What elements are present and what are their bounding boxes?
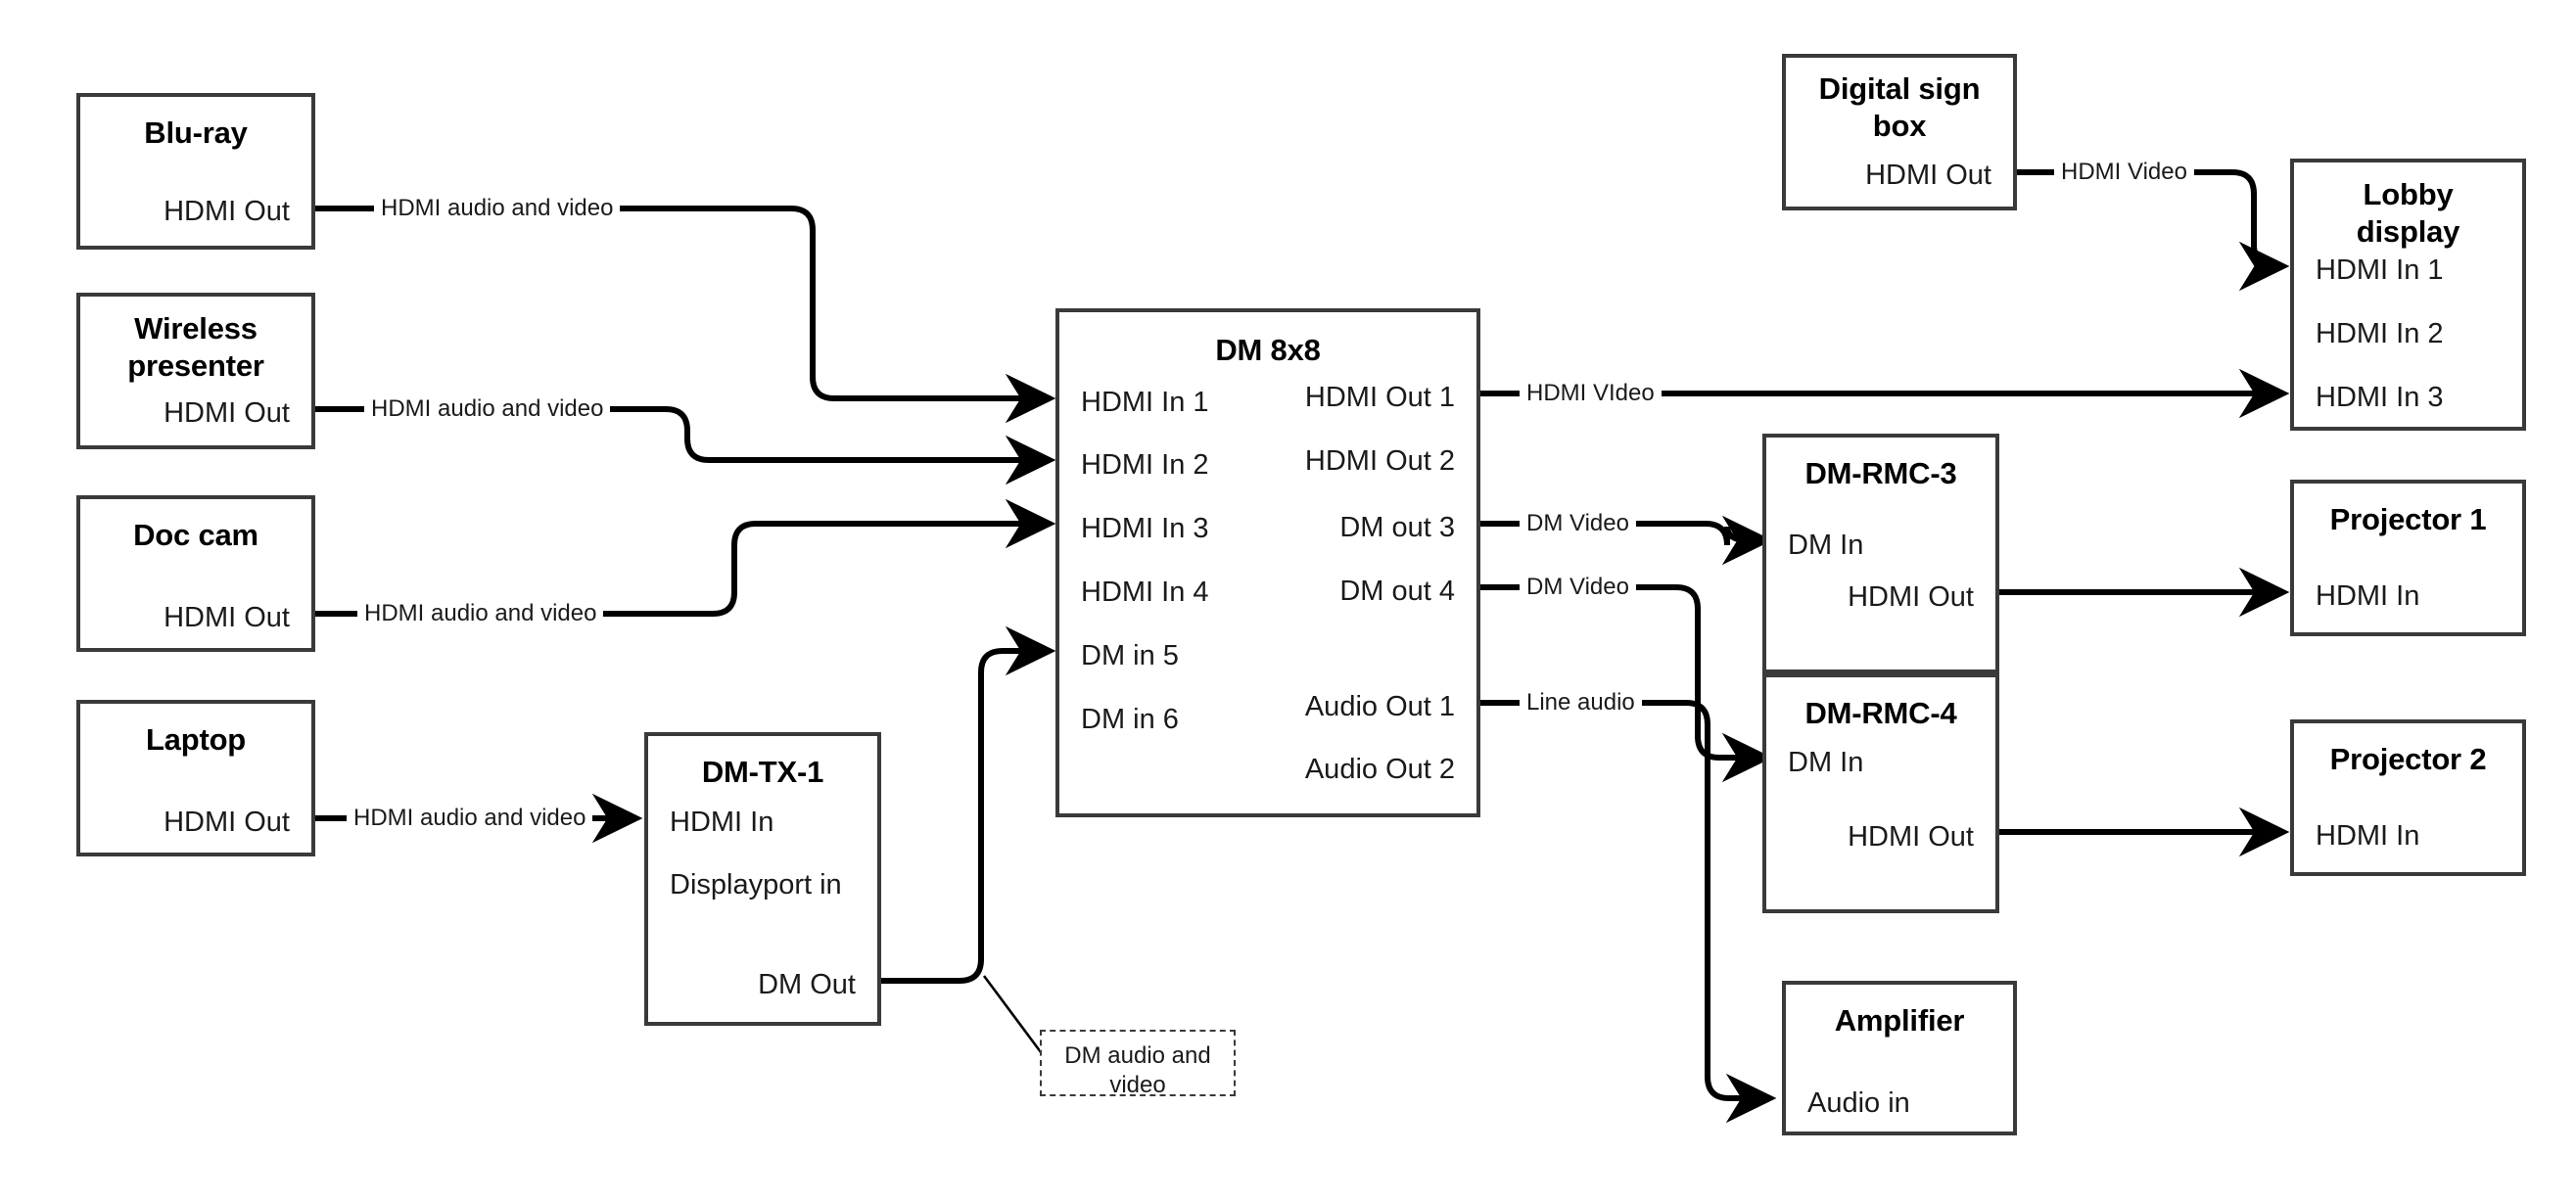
port-digital-sign-box-hdmi-out: HDMI Out — [1865, 160, 1991, 191]
wire-dmtx-to-dm-in-5 — [881, 625, 1056, 984]
wire-bluray-to-dm-hdmi-in-1 — [315, 206, 1056, 424]
label-dmout3-to-rmc3: DM Video — [1520, 511, 1636, 536]
label-laptop-to-tx: HDMI audio and video — [347, 806, 593, 831]
wire-sign-to-lobby-hdmi-in-1 — [2017, 169, 2290, 292]
port-dm-rmc-3-dm-in: DM In — [1788, 530, 1864, 561]
node-digital-sign-box[interactable]: Digital sign box HDMI Out — [1782, 54, 2017, 210]
port-dm-8x8-audio-out-1: Audio Out 1 — [1304, 691, 1455, 722]
port-dm-8x8-hdmi-out-2: HDMI Out 2 — [1304, 445, 1455, 477]
node-doc-cam[interactable]: Doc cam HDMI Out — [76, 495, 315, 652]
node-title-wireless-presenter-line1: Wireless — [134, 311, 258, 346]
node-title-dm-rmc-4: DM-RMC-4 — [1804, 696, 1957, 730]
port-dm-tx-1-displayport-in: Displayport in — [670, 869, 842, 901]
node-title-lobby-display-line2: display — [2356, 214, 2460, 249]
port-dm-rmc-3-hdmi-out: HDMI Out — [1848, 581, 1974, 613]
port-projector-1-hdmi-in: HDMI In — [2316, 580, 2420, 612]
port-bluray-hdmi-out: HDMI Out — [164, 196, 290, 227]
label-bluray-to-dm: HDMI audio and video — [374, 196, 621, 221]
node-wireless-presenter[interactable]: Wireless presenter HDMI Out — [76, 293, 315, 449]
node-title-digital-sign-box-line2: box — [1872, 109, 1927, 143]
port-wireless-presenter-hdmi-out: HDMI Out — [164, 397, 290, 429]
port-laptop-hdmi-out: HDMI Out — [164, 807, 290, 838]
port-dm-8x8-hdmi-in-1: HDMI In 1 — [1081, 387, 1209, 418]
port-lobby-display-hdmi-in-2: HDMI In 2 — [2316, 318, 2444, 349]
node-title-dm-8x8: DM 8x8 — [1215, 333, 1321, 367]
port-dm-8x8-dm-in-5: DM in 5 — [1081, 640, 1179, 671]
label-audioout1-to-amp: Line audio — [1520, 690, 1642, 716]
node-title-dm-tx-1: DM-TX-1 — [701, 755, 824, 789]
port-dm-8x8-hdmi-in-2: HDMI In 2 — [1081, 449, 1209, 481]
port-amplifier-audio-in: Audio in — [1807, 1087, 1910, 1119]
port-dm-8x8-hdmi-in-4: HDMI In 4 — [1081, 577, 1209, 608]
node-dm-tx-1[interactable]: DM-TX-1 HDMI In Displayport in DM Out — [644, 732, 881, 1026]
node-dm-8x8[interactable]: DM 8x8 HDMI In 1 HDMI In 2 HDMI In 3 HDM… — [1055, 308, 1480, 817]
port-lobby-display-hdmi-in-3: HDMI In 3 — [2316, 382, 2444, 413]
port-dm-rmc-4-hdmi-out: HDMI Out — [1848, 821, 1974, 853]
port-dm-rmc-4-dm-in: DM In — [1788, 747, 1864, 778]
port-dm-8x8-hdmi-out-1: HDMI Out 1 — [1304, 382, 1455, 413]
node-title-projector-2: Projector 2 — [2329, 742, 2487, 776]
leader-line-dm-note — [982, 975, 1046, 1057]
node-title-dm-rmc-3: DM-RMC-3 — [1804, 456, 1957, 490]
port-lobby-display-hdmi-in-1: HDMI In 1 — [2316, 254, 2444, 286]
node-projector-2[interactable]: Projector 2 HDMI In — [2290, 719, 2526, 876]
node-title-bluray: Blu-ray — [144, 115, 248, 150]
node-title-wireless-presenter-line2: presenter — [127, 348, 264, 383]
port-dm-8x8-dm-out-3: DM out 3 — [1339, 512, 1455, 543]
port-dm-tx-1-hdmi-in: HDMI In — [670, 807, 774, 838]
node-title-laptop: Laptop — [145, 722, 247, 757]
port-dm-tx-1-dm-out: DM Out — [758, 969, 856, 1000]
node-title-projector-1: Projector 1 — [2329, 502, 2487, 536]
label-doccam-to-dm: HDMI audio and video — [357, 601, 604, 626]
label-dmout4-to-rmc4: DM Video — [1520, 575, 1636, 600]
node-projector-1[interactable]: Projector 1 HDMI In — [2290, 480, 2526, 636]
node-dm-rmc-4[interactable]: DM-RMC-4 DM In HDMI Out — [1762, 673, 1999, 913]
port-dm-8x8-audio-out-2: Audio Out 2 — [1304, 754, 1455, 785]
node-title-amplifier: Amplifier — [1834, 1003, 1965, 1038]
node-title-lobby-display-line1: Lobby — [2363, 177, 2454, 211]
label-sign-to-lobby: HDMI Video — [2054, 160, 2194, 185]
node-dm-rmc-3[interactable]: DM-RMC-3 DM In HDMI Out — [1762, 434, 1999, 673]
label-wireless-to-dm: HDMI audio and video — [364, 396, 611, 422]
node-lobby-display[interactable]: Lobby display HDMI In 1 HDMI In 2 HDMI I… — [2290, 159, 2526, 431]
port-dm-8x8-dm-out-4: DM out 4 — [1339, 576, 1455, 607]
node-bluray[interactable]: Blu-ray HDMI Out — [76, 93, 315, 250]
node-amplifier[interactable]: Amplifier Audio in — [1782, 981, 2017, 1135]
label-hdmiout1-to-lobby: HDMI VIdeo — [1520, 381, 1662, 406]
wire-dm-audioout1-to-amp-audio-in — [1480, 700, 1777, 1124]
port-dm-8x8-dm-in-6: DM in 6 — [1081, 704, 1179, 735]
node-title-doc-cam: Doc cam — [133, 518, 258, 552]
port-projector-2-hdmi-in: HDMI In — [2316, 820, 2420, 852]
port-doc-cam-hdmi-out: HDMI Out — [164, 602, 290, 633]
node-title-digital-sign-box-line1: Digital sign — [1818, 71, 1981, 106]
note-dm-audio-and-video: DM audio and video — [1040, 1030, 1236, 1098]
node-laptop[interactable]: Laptop HDMI Out — [76, 700, 315, 856]
port-dm-8x8-hdmi-in-3: HDMI In 3 — [1081, 513, 1209, 544]
wire-dm-dmout4-to-rmc4-dm-in — [1480, 584, 1773, 783]
